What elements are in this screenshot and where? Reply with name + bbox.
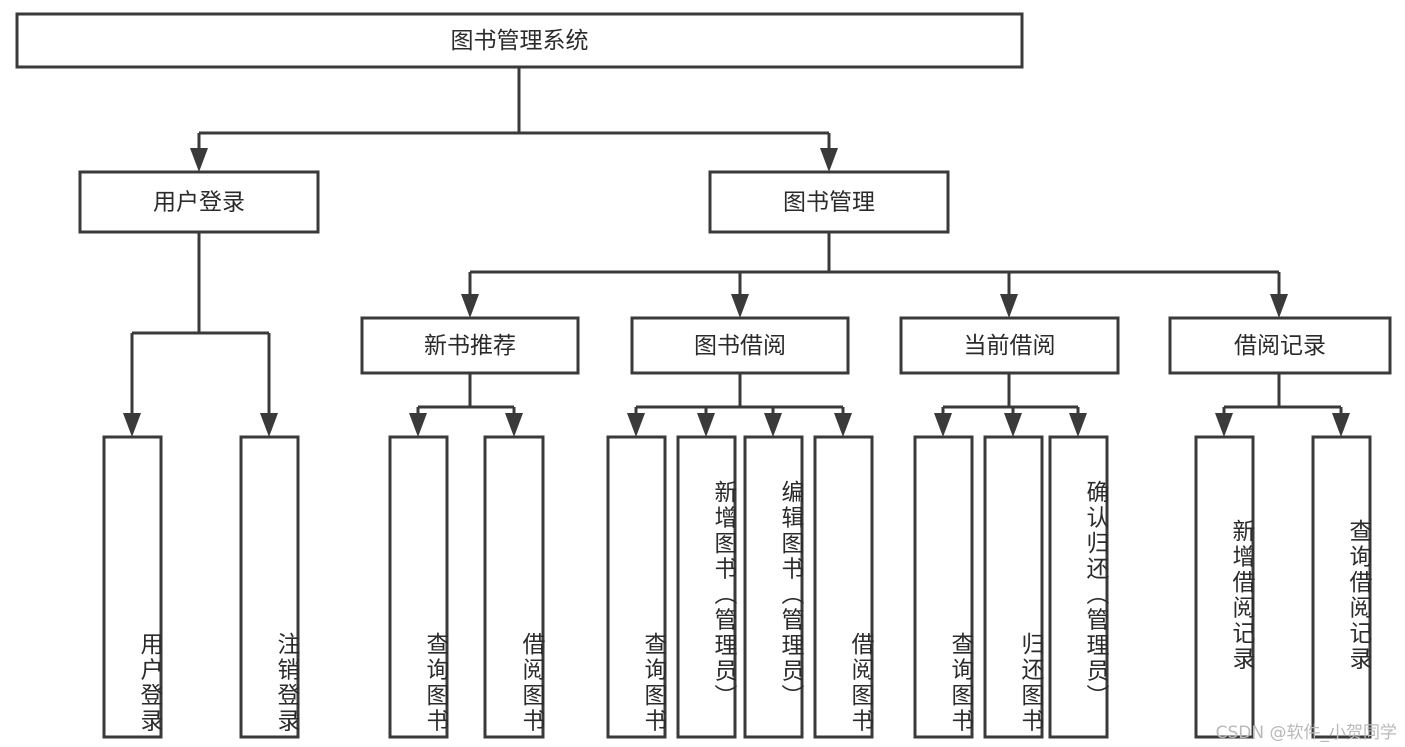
connector-level3-group-1-to-leaves (627, 373, 852, 437)
arrow-head-icon (764, 413, 782, 437)
connector-root-to-level2 (190, 67, 838, 172)
node-level3-3[interactable] (1168, 316, 1392, 375)
node-leaf-1[interactable] (239, 435, 300, 739)
connector-layer (123, 67, 1350, 437)
node-level2-0-label: 用户登录 (153, 190, 245, 216)
arrow-head-icon (123, 413, 141, 437)
connector-level3-group-3-to-leaves (1215, 373, 1350, 437)
node-leaf-2[interactable] (388, 435, 449, 739)
box-layer (15, 12, 1392, 739)
node-level3-0[interactable] (360, 316, 580, 375)
node-level3-2[interactable] (899, 316, 1120, 375)
node-level3-1-label: 图书借阅 (694, 333, 786, 359)
node-root[interactable] (15, 12, 1024, 69)
node-level3-3-label: 借阅记录 (1234, 333, 1326, 359)
arrow-head-icon (505, 413, 523, 437)
arrow-head-icon (1332, 413, 1350, 437)
node-leaf-12[interactable] (1311, 435, 1372, 739)
node-leaf-7[interactable] (813, 435, 874, 739)
node-leaf-10[interactable] (1048, 435, 1109, 739)
node-leaf-8[interactable] (913, 435, 974, 739)
node-leaf-11[interactable] (1194, 435, 1255, 739)
arrow-head-icon (1270, 294, 1288, 318)
arrow-head-icon (934, 413, 952, 437)
node-level3-2-label: 当前借阅 (964, 333, 1056, 359)
arrow-head-icon (260, 413, 278, 437)
node-leaf-9[interactable] (983, 435, 1044, 739)
arrow-head-icon (190, 148, 208, 172)
arrow-head-icon (834, 413, 852, 437)
node-level2-1[interactable] (708, 170, 950, 234)
node-root-label: 图书管理系统 (451, 28, 589, 54)
node-leaf-4[interactable] (606, 435, 667, 739)
arrow-head-icon (731, 294, 749, 318)
connector-level3-group-0-to-leaves (409, 373, 523, 437)
node-level2-0[interactable] (78, 170, 320, 234)
arrow-head-icon (627, 413, 645, 437)
node-leaf-6[interactable] (743, 435, 804, 739)
node-level2-1-label: 图书管理 (783, 190, 875, 216)
node-level3-1[interactable] (630, 316, 850, 375)
watermark: CSDN @软件_小贺同学 (1215, 723, 1397, 743)
connector-user-login-to-leaves (123, 232, 278, 437)
arrow-head-icon (461, 294, 479, 318)
connector-level3-group-2-to-leaves (934, 373, 1087, 437)
node-leaf-0[interactable] (102, 435, 163, 739)
arrow-head-icon (409, 413, 427, 437)
arrow-head-icon (1000, 294, 1018, 318)
node-leaf-5[interactable] (676, 435, 737, 739)
arrow-head-icon (1004, 413, 1022, 437)
arrow-head-icon (1215, 413, 1233, 437)
arrow-head-icon (1069, 413, 1087, 437)
arrow-head-icon (820, 148, 838, 172)
connector-book-management-to-level3 (461, 232, 1288, 318)
arrow-head-icon (697, 413, 715, 437)
node-level3-0-label: 新书推荐 (424, 333, 516, 359)
node-leaf-3[interactable] (483, 435, 545, 739)
